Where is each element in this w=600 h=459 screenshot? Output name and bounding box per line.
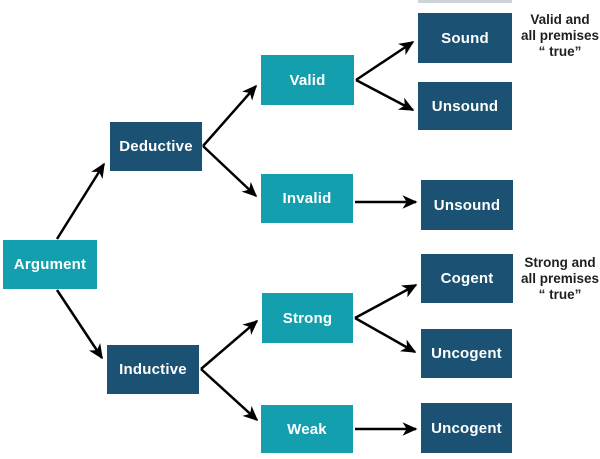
node-invalid: Invalid (261, 174, 353, 223)
node-unsound-invalid-label: Unsound (433, 196, 501, 214)
node-cogent: Cogent (421, 254, 513, 303)
node-unsound-valid: Unsound (418, 82, 512, 130)
cropped-box-sliver (418, 0, 512, 3)
node-unsound-invalid: Unsound (421, 180, 513, 230)
node-uncogent-strong-label: Uncogent (431, 345, 502, 362)
arrow-valid-unsound (355, 78, 415, 112)
node-uncogent-weak-label: Uncogent (431, 419, 502, 437)
node-uncogent-weak: Uncogent (421, 403, 512, 453)
node-inductive: Inductive (107, 345, 199, 394)
arrow-deductive-invalid (202, 145, 258, 198)
note-strong-premises: Strong and all premises “ true” (510, 255, 600, 303)
node-deductive: Deductive (110, 122, 202, 171)
node-strong-label: Strong (282, 309, 333, 327)
node-argument: Argument (3, 240, 97, 289)
arrow-strong-uncogent (354, 316, 417, 354)
node-sound: Sound (418, 13, 512, 63)
note-valid-line-1: Valid and (530, 12, 590, 27)
note-strong-line-3: “ true” (538, 287, 582, 302)
node-uncogent-strong: Uncogent (421, 329, 512, 378)
arrow-valid-sound (355, 40, 415, 82)
node-deductive-label: Deductive (119, 138, 193, 155)
arrow-deductive-valid (202, 84, 257, 147)
node-inductive-label: Inductive (119, 361, 187, 378)
note-strong-line-1: Strong and (524, 255, 596, 270)
node-weak: Weak (261, 405, 353, 453)
node-sound-label: Sound (441, 29, 489, 47)
node-weak-label: Weak (287, 420, 327, 438)
arrow-inductive-strong (200, 320, 259, 370)
node-valid-label: Valid (289, 71, 326, 89)
node-argument-label: Argument (13, 256, 87, 273)
node-unsound-valid-label: Unsound (431, 97, 499, 115)
note-valid-line-3: “ true” (538, 44, 582, 59)
node-invalid-label: Invalid (282, 190, 332, 207)
note-valid-premises: Valid and all premises “ true” (510, 12, 600, 60)
node-strong: Strong (262, 293, 353, 343)
note-strong-line-2: all premises (520, 271, 600, 286)
arrow-argument-inductive (55, 289, 104, 360)
note-valid-line-2: all premises (520, 28, 600, 43)
arrow-inductive-weak (200, 368, 259, 422)
node-cogent-label: Cogent (440, 270, 494, 287)
node-valid: Valid (261, 55, 354, 105)
arrow-strong-cogent (354, 283, 418, 320)
arrow-argument-deductive (55, 162, 106, 240)
